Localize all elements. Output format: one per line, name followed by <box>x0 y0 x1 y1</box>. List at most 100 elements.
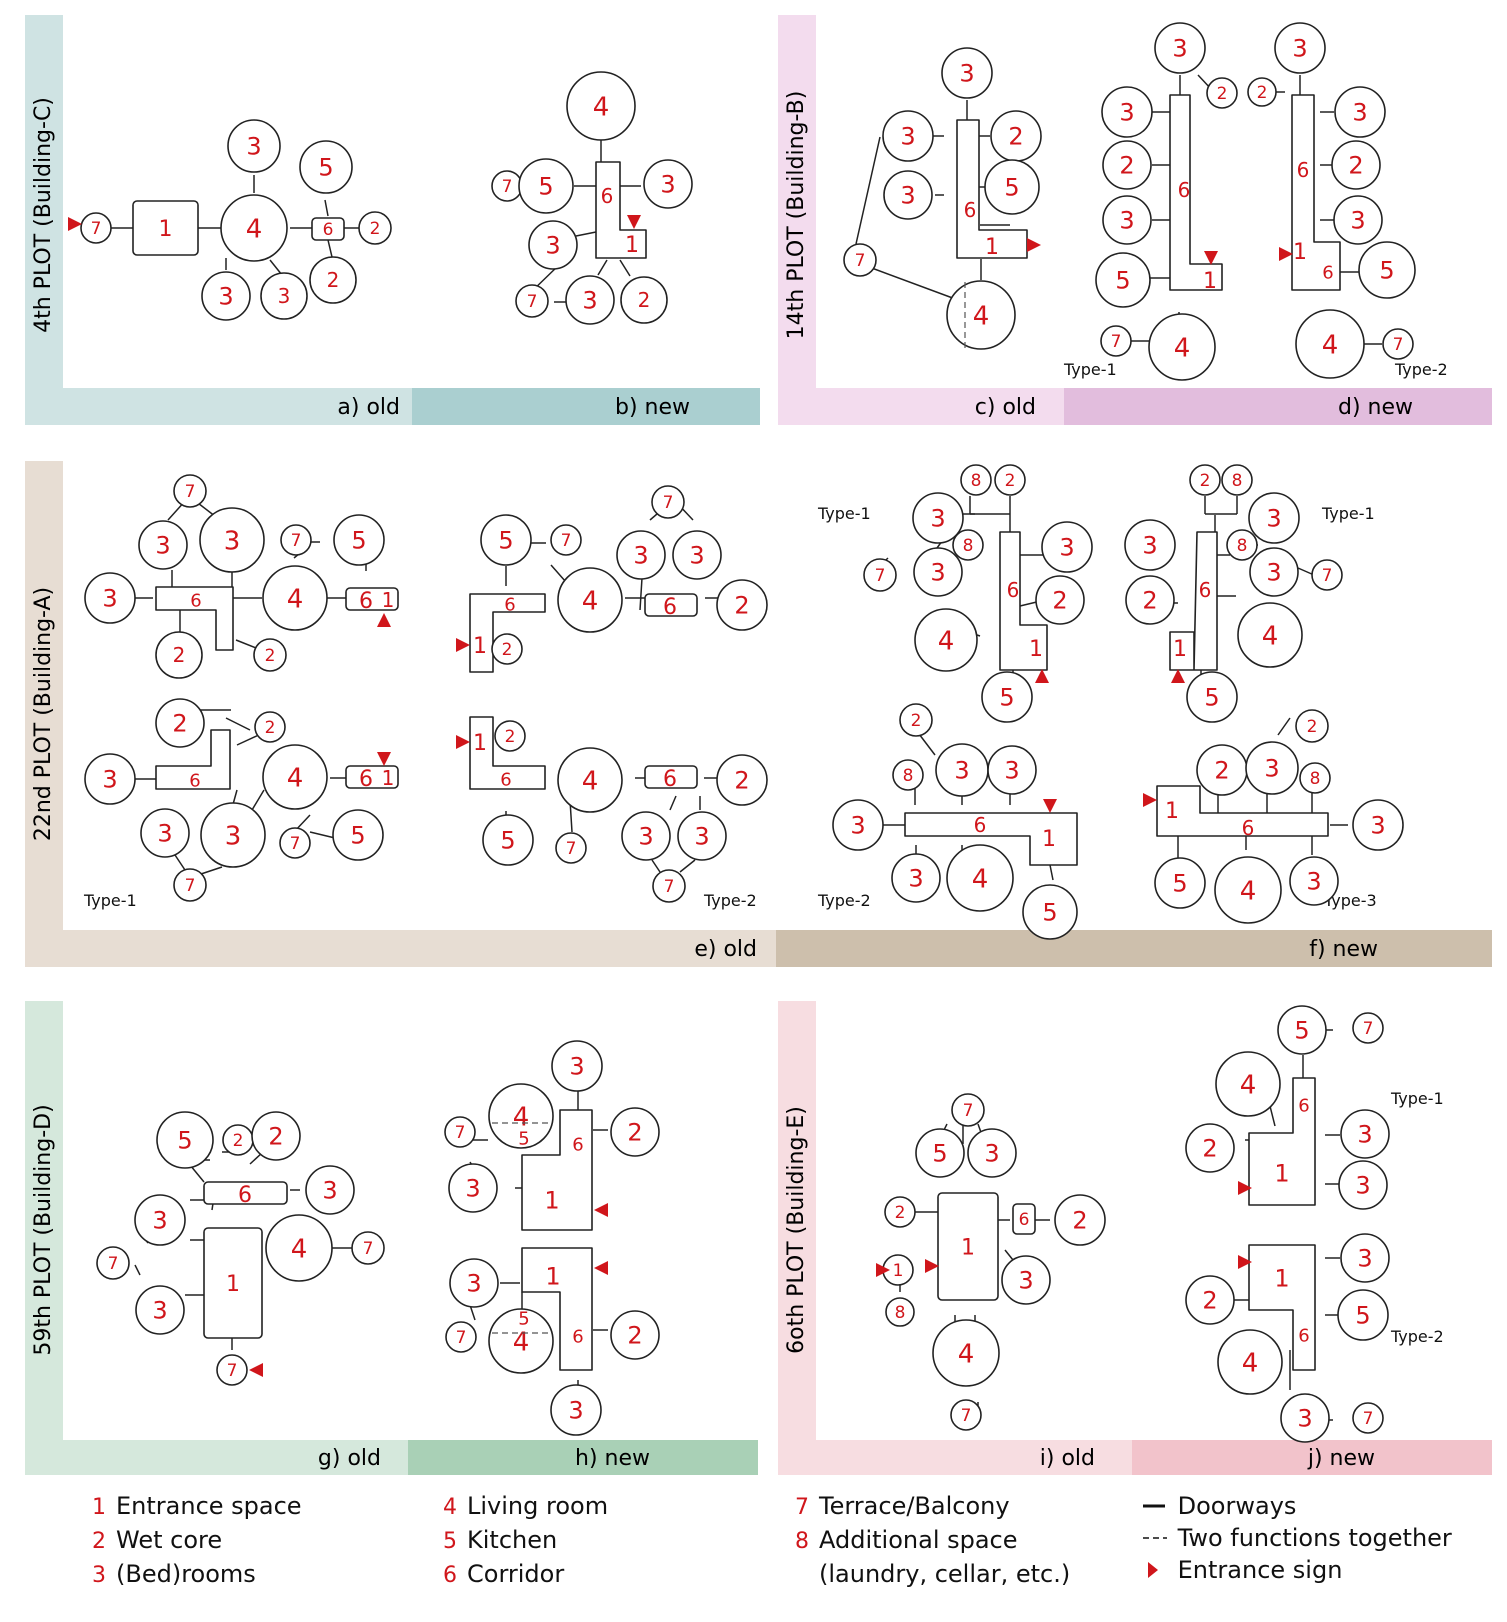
node-label: 4 <box>582 586 599 616</box>
doorway-edge <box>669 795 677 811</box>
terrace-node <box>1311 559 1343 591</box>
doorway-edge <box>619 259 631 277</box>
node-label: 2 <box>1142 587 1157 615</box>
node-label: 3 <box>157 820 172 848</box>
living-room-node <box>946 844 1014 912</box>
additional-space-node <box>885 1297 915 1327</box>
node-label: 2 <box>1257 83 1268 103</box>
living-room-node <box>946 280 1016 350</box>
node-label: 2 <box>172 710 187 738</box>
corridor-node <box>999 531 1048 671</box>
node-label: 3 <box>900 182 915 210</box>
wet-core-node <box>716 579 768 631</box>
kitchen-node <box>1358 241 1416 299</box>
node-label: 1 <box>625 233 639 258</box>
wet-core-node <box>155 698 205 748</box>
node-label: 2 <box>265 646 276 666</box>
node-label: 6 <box>504 594 515 615</box>
node-label: 3 <box>900 123 915 151</box>
node-label: 4 <box>938 626 955 656</box>
doorway-edge <box>1004 1249 1014 1261</box>
node-label: 2 <box>1214 757 1229 785</box>
type-label: Type-2 <box>817 891 871 910</box>
doorway-edge <box>1277 717 1291 736</box>
terrace-node <box>1352 1012 1384 1044</box>
node-label: 3 <box>908 865 923 893</box>
node-label: 1 <box>473 634 487 659</box>
node-label: 3 <box>465 1175 480 1203</box>
node-label: 8 <box>971 471 982 491</box>
node-label: 2 <box>1348 152 1363 180</box>
bedroom-node <box>643 159 693 209</box>
node-label: 6 <box>189 770 200 791</box>
node-label: 3 <box>582 287 597 315</box>
triangle-icon <box>1148 1562 1158 1578</box>
node-label: 3 <box>1059 534 1074 562</box>
node-label: 6 <box>663 767 677 792</box>
bedroom-node <box>227 119 281 173</box>
node-label: 6 <box>190 590 201 611</box>
node-label: 2 <box>173 643 186 667</box>
node-label: 3 <box>246 133 261 161</box>
node-label: 3 <box>1357 1121 1372 1149</box>
wet-core-node <box>1189 464 1221 496</box>
node-label: 1 <box>1042 827 1056 852</box>
node-label: 2 <box>1200 471 1211 491</box>
doorway-edge <box>269 259 283 276</box>
living-room-node <box>220 194 288 262</box>
node-label: 4 <box>582 766 599 796</box>
entrance-sign <box>594 1261 608 1275</box>
doorway-edge <box>639 577 643 611</box>
node-label: 3 <box>1142 532 1157 560</box>
wet-core-node <box>1125 575 1175 625</box>
corridor-node <box>904 812 1078 866</box>
bedroom-node <box>138 520 188 570</box>
node-label: 7 <box>963 1101 974 1121</box>
node-label: 8 <box>1310 769 1321 789</box>
bedroom-node <box>1280 1393 1330 1443</box>
corridor-node <box>1291 94 1341 291</box>
wet-core-node <box>358 211 392 245</box>
doorway-edge <box>651 859 661 873</box>
bedroom-node <box>1041 521 1093 573</box>
band-60th-plot: 6oth PLOT (Building-E) i) old j) new <box>778 1001 1492 1475</box>
bedroom-node <box>882 110 934 162</box>
node-label: 2 <box>1202 1287 1217 1315</box>
corridor-node <box>203 1181 288 1205</box>
entrance-sign <box>1027 238 1041 252</box>
terrace-node <box>843 243 877 277</box>
entrance-sign <box>68 217 82 231</box>
node-label: 7 <box>1363 1019 1374 1039</box>
node-label: 5 <box>500 827 515 855</box>
living-room-node <box>262 565 328 631</box>
living-room-node <box>1237 602 1303 668</box>
node-label: 3 <box>633 542 648 570</box>
node-label: 2 <box>1052 587 1067 615</box>
plot-label-59th: 59th PLOT (Building-D) <box>31 1104 56 1355</box>
terrace-node <box>280 524 312 556</box>
panel-label-b: b) new <box>615 395 690 420</box>
node-label: 1 <box>985 235 999 260</box>
node-label: 3 <box>1264 755 1279 783</box>
node-label: 4 <box>1174 333 1191 363</box>
solid-line-icon <box>1143 1504 1165 1508</box>
node-label: 7 <box>1393 335 1404 355</box>
node-label: 1 <box>1203 269 1217 294</box>
kitchen-node <box>333 514 385 566</box>
node-label: 1 <box>1165 799 1179 824</box>
node-label: 3 <box>218 283 233 311</box>
node-label: 3 <box>152 1207 167 1235</box>
doorway-edge <box>225 717 251 731</box>
wet-core-node <box>1185 1275 1235 1325</box>
node-label: 3 <box>225 821 242 851</box>
bedroom-node <box>1289 856 1339 906</box>
band-59th-plot: 59th PLOT (Building-D) g) old h) new <box>25 1001 758 1475</box>
kitchen-node <box>156 1111 214 1169</box>
additional-space-node <box>1299 762 1331 794</box>
doorway-edge <box>1269 1105 1276 1127</box>
node-label: 7 <box>875 566 886 586</box>
node-label: 4 <box>1262 621 1279 651</box>
